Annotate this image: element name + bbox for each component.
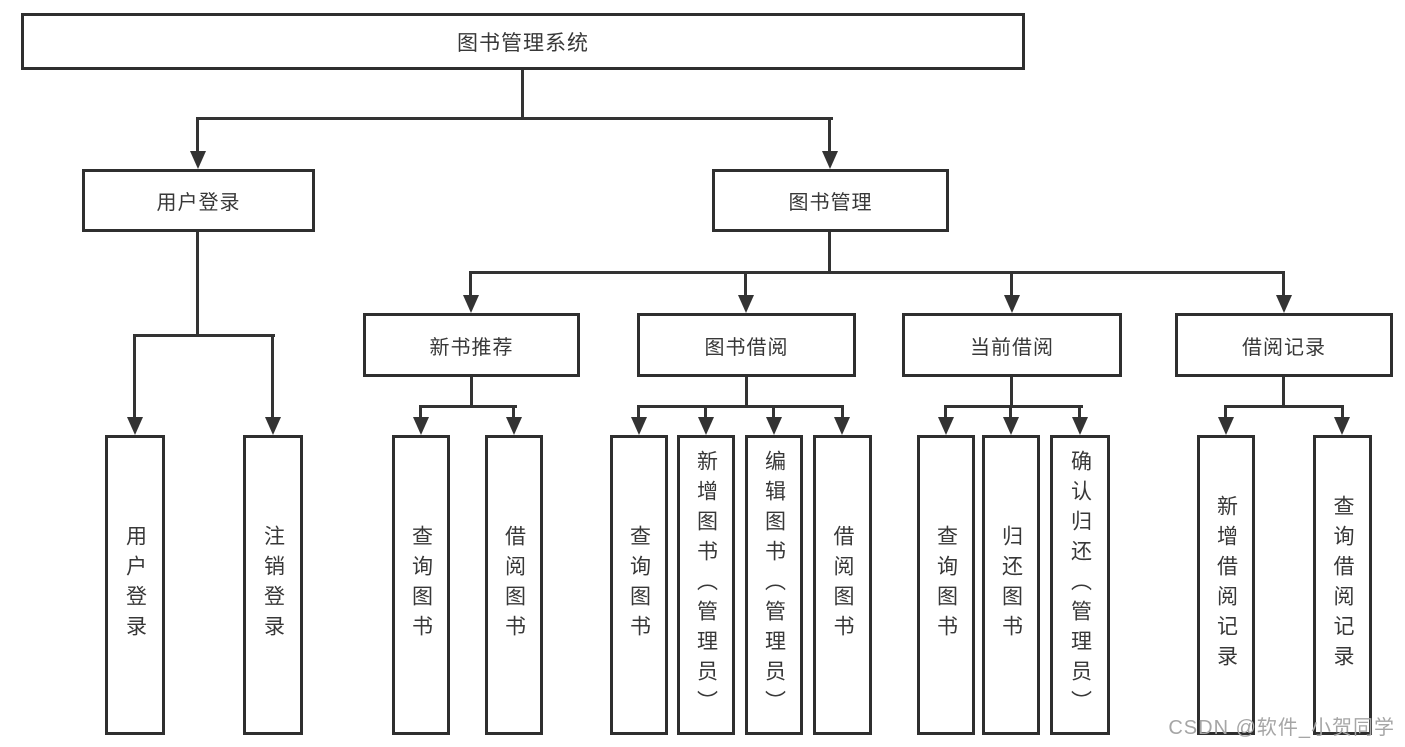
arrow-down-icon: [506, 417, 522, 435]
connector-line: [1224, 405, 1227, 420]
leaf-logout: 注销登录: [243, 435, 303, 735]
node-library-management-system: 图书管理系统: [21, 13, 1025, 70]
leaf-add-borrow-record: 新增借阅记录: [1197, 435, 1255, 735]
leaf-return-books: 归还图书: [982, 435, 1040, 735]
node-new-book-recommend: 新书推荐: [363, 313, 580, 377]
arrow-down-icon: [1218, 417, 1234, 435]
node-user-login: 用户登录: [82, 169, 315, 232]
connector-line: [745, 377, 748, 408]
connector-line: [512, 405, 515, 420]
node-label: 图书管理系统: [457, 31, 589, 55]
leaf-label: 查询图书: [934, 525, 958, 645]
arrow-down-icon: [190, 151, 206, 169]
connector-line: [469, 271, 1285, 274]
node-label: 图书借阅: [704, 336, 789, 359]
connector-line: [637, 405, 844, 408]
connector-line: [828, 117, 831, 153]
node-current-borrowing: 当前借阅: [902, 313, 1122, 377]
connector-line: [1078, 405, 1081, 420]
connector-line: [1010, 271, 1013, 297]
arrow-down-icon: [822, 151, 838, 169]
arrow-down-icon: [1004, 295, 1020, 313]
connector-line: [196, 232, 199, 336]
leaf-borrow-books: 借阅图书: [813, 435, 872, 735]
leaf-add-books-admin: 新增图书（管理员）: [677, 435, 735, 735]
arrow-down-icon: [265, 417, 281, 435]
leaf-label: 用户登录: [123, 525, 147, 645]
arrow-down-icon: [738, 295, 754, 313]
connector-line: [704, 405, 707, 420]
leaf-label: 注销登录: [261, 525, 285, 645]
connector-line: [772, 405, 775, 420]
connector-line: [1224, 405, 1344, 408]
connector-line: [828, 232, 831, 273]
leaf-query-books-recommend: 查询图书: [392, 435, 450, 735]
leaf-query-books-current: 查询图书: [917, 435, 975, 735]
node-book-management: 图书管理: [712, 169, 949, 232]
connector-line: [196, 117, 833, 120]
connector-line: [944, 405, 1083, 408]
connector-line: [521, 70, 524, 119]
connector-line: [944, 405, 947, 420]
connector-line: [470, 377, 473, 408]
node-label: 新书推荐: [429, 336, 514, 359]
leaf-label: 借阅图书: [502, 525, 526, 645]
node-label: 当前借阅: [970, 336, 1054, 359]
connector-line: [1010, 377, 1013, 408]
connector-line: [1009, 405, 1012, 420]
connector-line: [744, 271, 747, 297]
leaf-label: 借阅图书: [831, 525, 854, 645]
connector-line: [637, 405, 640, 420]
connector-line: [271, 334, 274, 420]
leaf-label: 新增借阅记录: [1214, 495, 1238, 675]
leaf-query-borrow-record: 查询借阅记录: [1313, 435, 1372, 735]
arrow-down-icon: [834, 417, 850, 435]
connector-line: [469, 271, 472, 297]
arrow-down-icon: [766, 417, 782, 435]
connector-line: [133, 334, 136, 420]
connector-line: [419, 405, 422, 420]
connector-line: [1282, 377, 1285, 408]
arrow-down-icon: [1276, 295, 1292, 313]
connector-line: [196, 117, 199, 153]
leaf-query-books-borrow: 查询图书: [610, 435, 668, 735]
arrow-down-icon: [698, 417, 714, 435]
node-label: 图书管理: [788, 192, 873, 214]
node-label: 用户登录: [156, 192, 241, 214]
connector-line: [841, 405, 844, 420]
leaf-label: 编辑图书（管理员）: [762, 450, 786, 720]
connector-line: [419, 405, 517, 408]
arrow-down-icon: [1334, 417, 1350, 435]
leaf-label: 确认归还（管理员）: [1068, 450, 1092, 720]
leaf-label: 新增图书（管理员）: [694, 450, 718, 720]
leaf-label: 查询图书: [409, 525, 433, 645]
node-borrow-records: 借阅记录: [1175, 313, 1393, 377]
watermark: CSDN @软件_小贺同学: [1168, 717, 1395, 739]
arrow-down-icon: [1003, 417, 1019, 435]
arrow-down-icon: [413, 417, 429, 435]
leaf-label: 查询借阅记录: [1331, 495, 1354, 675]
arrow-down-icon: [1072, 417, 1088, 435]
leaf-confirm-return-admin: 确认归还（管理员）: [1050, 435, 1110, 735]
connector-line: [1341, 405, 1344, 420]
connector-line: [1282, 271, 1285, 297]
leaf-label: 查询图书: [627, 525, 651, 645]
node-label: 借阅记录: [1242, 336, 1326, 359]
arrow-down-icon: [463, 295, 479, 313]
connector-line: [133, 334, 275, 337]
arrow-down-icon: [127, 417, 143, 435]
leaf-label: 归还图书: [999, 525, 1023, 645]
leaf-edit-books-admin: 编辑图书（管理员）: [745, 435, 803, 735]
node-book-borrowing: 图书借阅: [637, 313, 856, 377]
arrow-down-icon: [938, 417, 954, 435]
leaf-borrow-books-recommend: 借阅图书: [485, 435, 543, 735]
leaf-user-login: 用户登录: [105, 435, 165, 735]
arrow-down-icon: [631, 417, 647, 435]
